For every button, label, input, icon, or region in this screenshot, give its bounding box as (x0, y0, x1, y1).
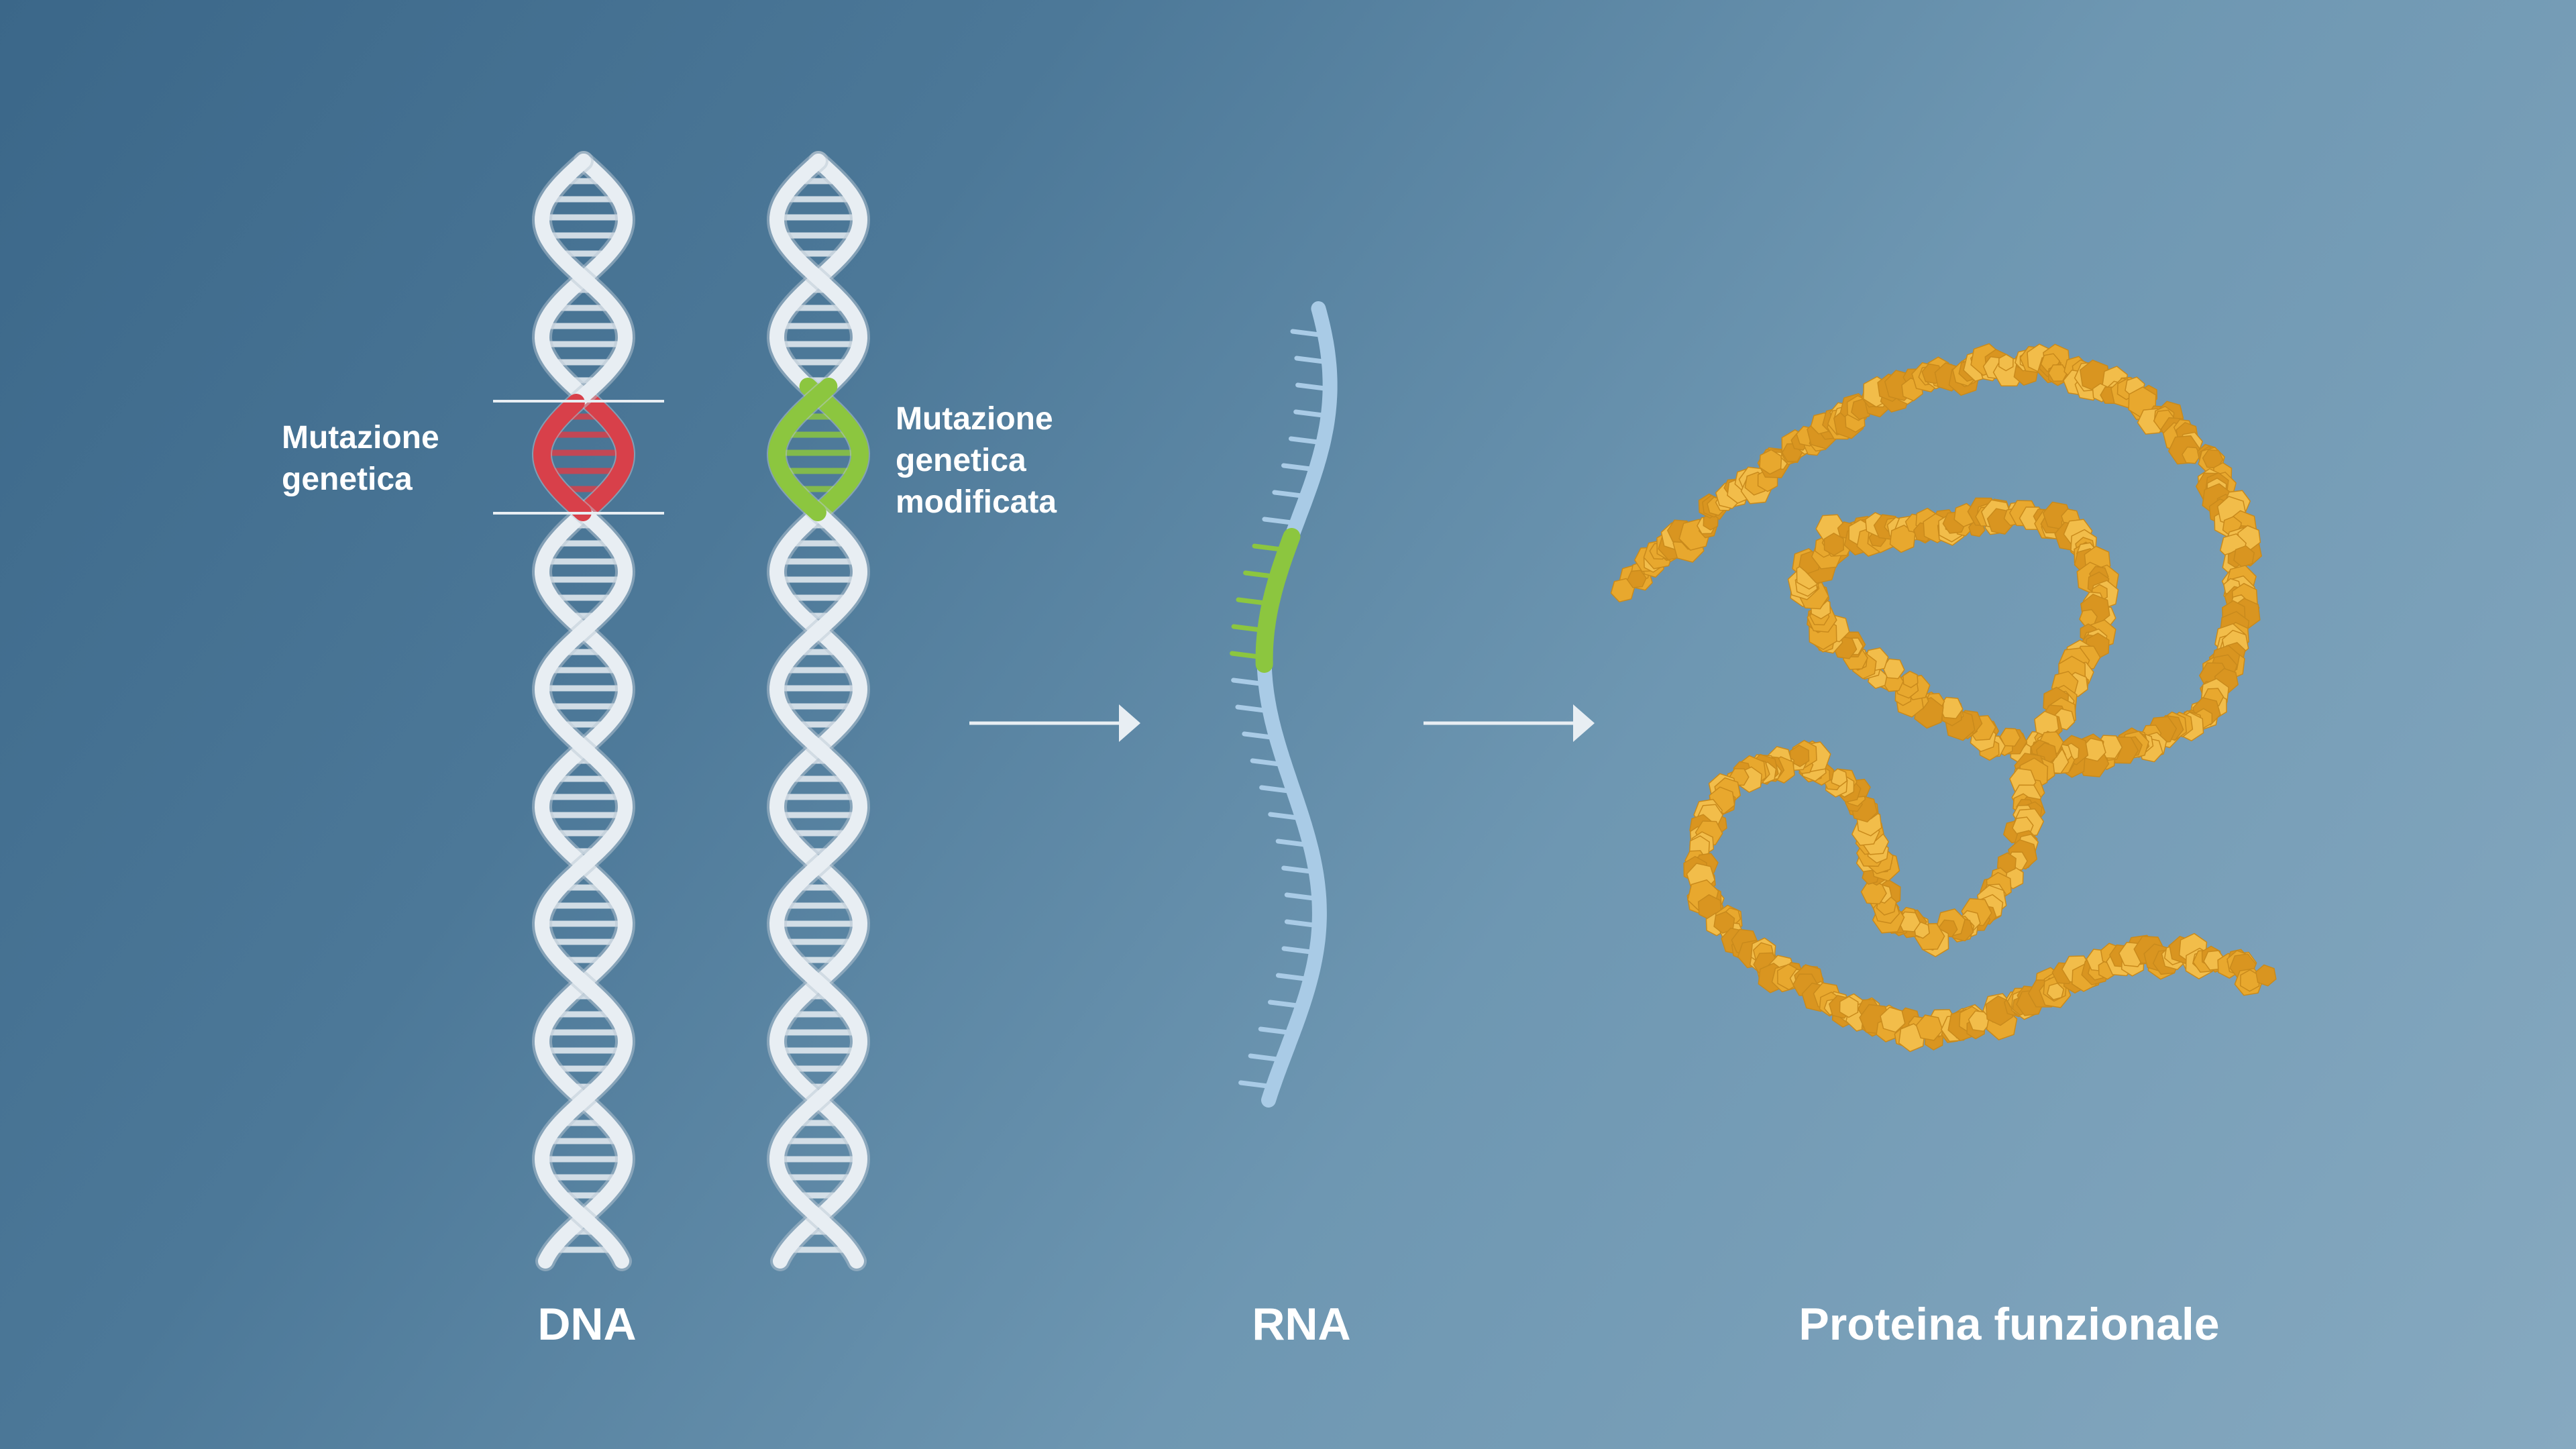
amino-acid (1789, 745, 1810, 767)
amino-acid (1610, 578, 1635, 603)
backbone-strand (534, 154, 633, 1269)
modified-label-line-1: Mutazione (896, 401, 1053, 437)
backbone-strand (534, 154, 633, 1269)
amino-acid (1915, 1014, 1943, 1041)
dna-helix-mutated (531, 151, 636, 1271)
mutation-label-line-2: genetica (282, 462, 413, 497)
rna-modified-segment (1255, 528, 1301, 673)
dna-helix-modified (766, 151, 871, 1271)
amino-acid (1627, 570, 1647, 588)
highlighted-segment (533, 394, 592, 521)
arrow-rna-to-protein (1424, 704, 1595, 742)
protein-label: Proteina funzionale (1799, 1299, 2220, 1350)
arrow-dna-to-rna (969, 704, 1140, 742)
backbone-strand (769, 154, 868, 1269)
amino-acid (2182, 446, 2201, 464)
rna-label: RNA (1252, 1299, 1351, 1350)
amino-acid (1703, 513, 1719, 531)
mutation-label: Mutazione genetica (282, 417, 439, 500)
amino-acid (1880, 1006, 1906, 1033)
rna-backbone (1256, 301, 1338, 1108)
highlighted-segment (767, 378, 838, 521)
modified-label-line-2: genetica (896, 443, 1026, 478)
dna-label: DNA (537, 1299, 637, 1350)
amino-acid (1902, 670, 1919, 688)
amino-acid (2255, 964, 2277, 987)
amino-acid (1839, 996, 1859, 1018)
amino-acid (1713, 911, 1735, 934)
modified-label-line-3: modificata (896, 484, 1057, 520)
mutation-label-line-1: Mutazione (282, 420, 439, 455)
amino-acid (1998, 354, 2014, 372)
protein-chain (1610, 343, 2277, 1053)
rna-strand (1230, 301, 1338, 1108)
highlighted-segment (799, 378, 869, 521)
highlighted-segment (576, 394, 635, 521)
amino-acid (2240, 969, 2260, 992)
modified-mutation-label: Mutazione genetica modificata (896, 398, 1057, 523)
amino-acid (1823, 533, 1844, 556)
backbone-strand (769, 154, 868, 1269)
mutation-highlight-box (493, 400, 664, 515)
